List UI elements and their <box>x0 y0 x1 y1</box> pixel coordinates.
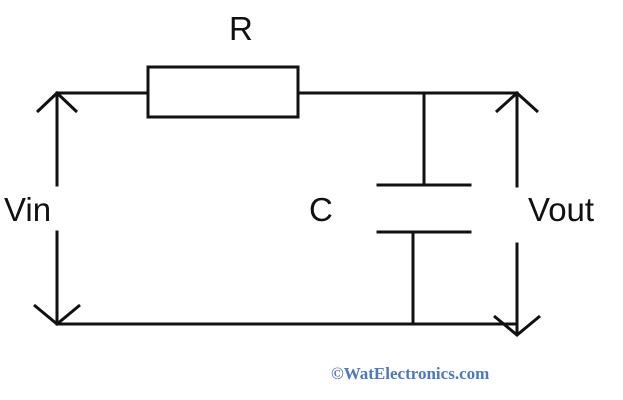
vin-label: Vin <box>4 191 52 228</box>
vin-arrowhead-top <box>35 90 79 114</box>
vout-arrowhead-bottom <box>493 314 541 337</box>
capacitor-label: C <box>309 191 333 228</box>
resistor-symbol <box>146 65 300 119</box>
watermark: ©WatElectronics.com <box>331 364 490 383</box>
resistor-label: R <box>229 10 253 47</box>
vout-label: Vout <box>528 191 595 228</box>
vout-arrowhead-top <box>494 90 540 114</box>
vin-arrowhead-bottom <box>33 303 81 326</box>
